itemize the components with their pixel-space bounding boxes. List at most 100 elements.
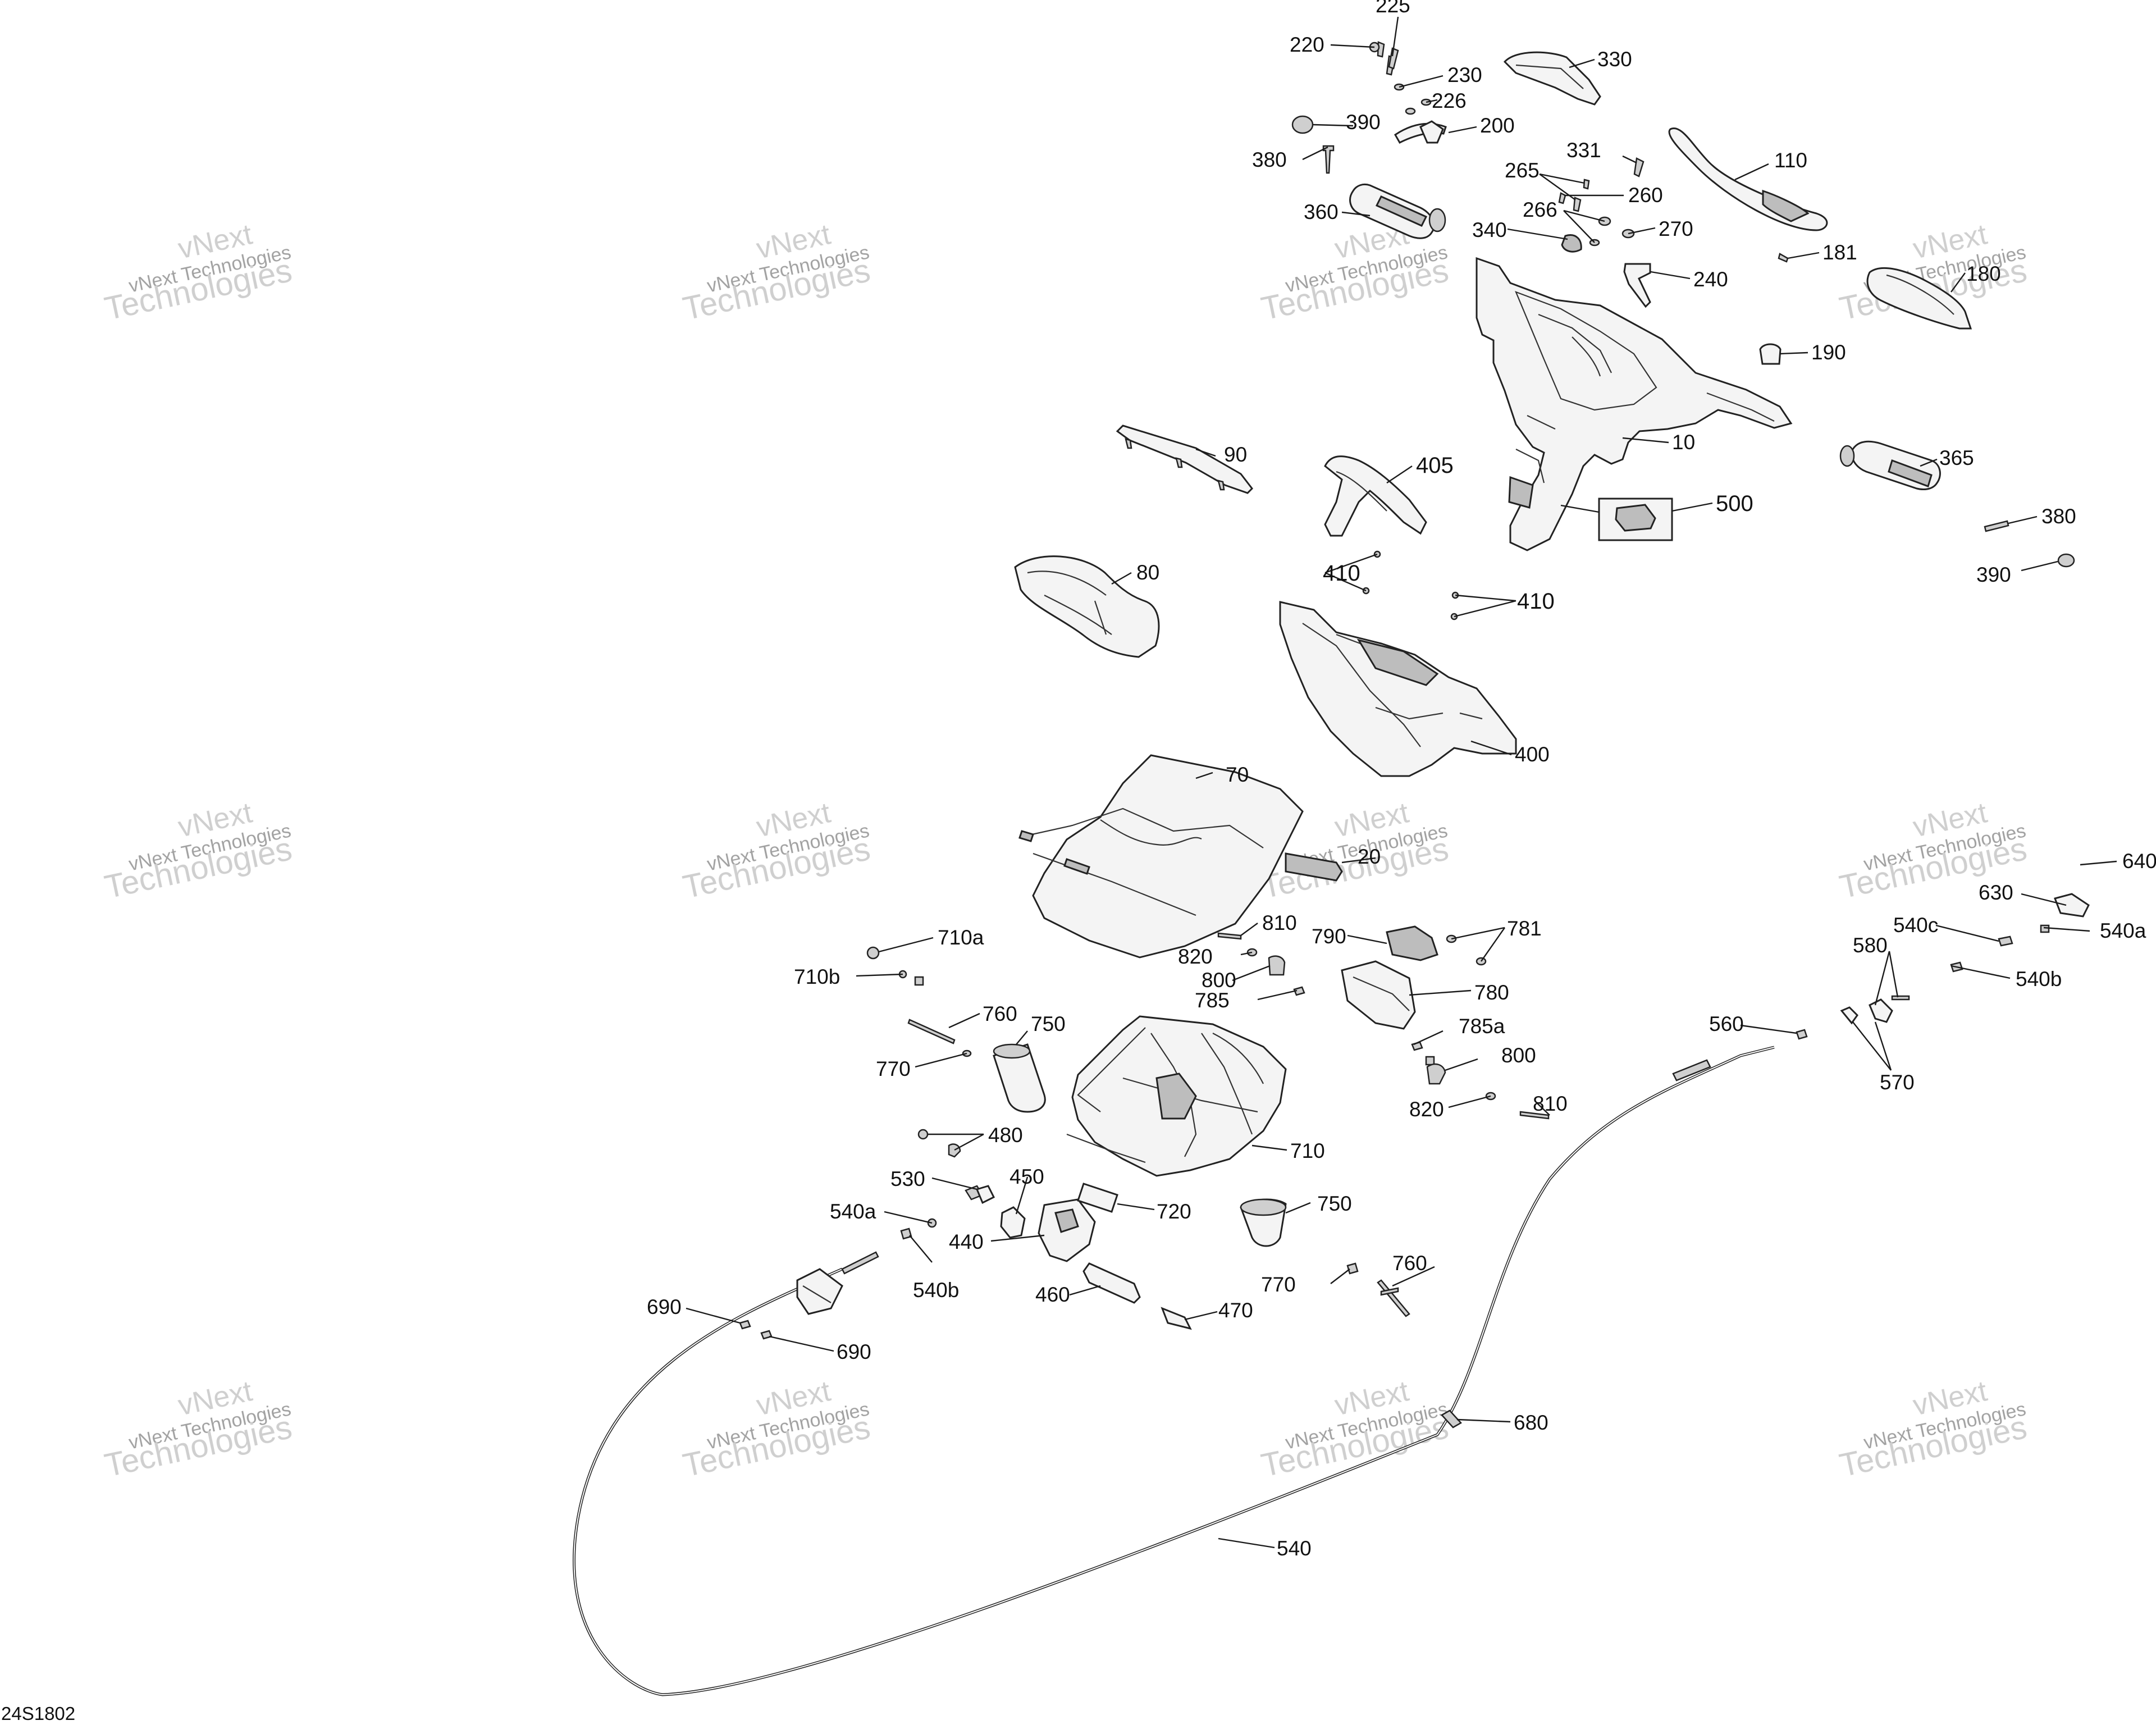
callout-540c: 540c — [1893, 914, 1938, 937]
callout-785: 785 — [1195, 989, 1230, 1012]
callout-720: 720 — [1157, 1200, 1191, 1223]
part-710-frame — [1066, 1015, 1287, 1177]
callout-820: 820 — [1409, 1098, 1444, 1121]
part-240-lever — [1623, 263, 1651, 308]
callout-540b: 540b — [913, 1279, 959, 1302]
part-180-cover — [1866, 267, 1972, 330]
top-hardware — [1291, 41, 1789, 365]
lower-mechanism — [739, 1183, 1192, 1340]
callout-470: 470 — [1218, 1299, 1253, 1322]
callout-190: 190 — [1811, 341, 1846, 364]
callout-690: 690 — [837, 1340, 871, 1363]
callout-260: 260 — [1628, 184, 1663, 207]
callout-540a: 540a — [830, 1200, 876, 1223]
callout-200: 200 — [1480, 114, 1515, 137]
callout-450: 450 — [1010, 1165, 1044, 1188]
callout-790: 790 — [1312, 925, 1346, 948]
callout-810: 810 — [1533, 1092, 1568, 1115]
callout-390: 390 — [1346, 111, 1381, 134]
part-400-body-panel — [1279, 601, 1517, 777]
part-90-strip — [1116, 425, 1253, 494]
callout-540b: 540b — [2016, 968, 2062, 991]
callout-480: 480 — [988, 1124, 1023, 1147]
callout-785a: 785a — [1459, 1015, 1505, 1038]
callout-530: 530 — [890, 1167, 925, 1190]
callout-181: 181 — [1822, 241, 1857, 264]
callout-460: 460 — [1035, 1283, 1070, 1306]
diagram-code: 24S1802 — [1, 1703, 75, 1724]
callout-710: 710 — [1290, 1139, 1325, 1162]
callout-180: 180 — [1966, 262, 2001, 285]
mid-hardware — [866, 932, 1550, 1317]
callout-330: 330 — [1597, 48, 1632, 71]
callout-360: 360 — [1304, 200, 1339, 223]
callout-680: 680 — [1514, 1411, 1549, 1434]
callout-440: 440 — [949, 1230, 984, 1253]
part-360-grip — [1349, 183, 1446, 239]
part-20 — [1285, 852, 1343, 882]
callout-labels: 225 220 230 330 226 390 200 380 331 110 … — [647, 0, 2156, 1560]
callout-630: 630 — [1979, 881, 2013, 904]
callout-800: 800 — [1501, 1044, 1536, 1067]
part-410-screws — [1362, 550, 1459, 620]
callout-240: 240 — [1693, 268, 1728, 291]
callout-780: 780 — [1474, 981, 1509, 1004]
callout-800: 800 — [1202, 969, 1236, 992]
part-80-cover — [1014, 555, 1160, 658]
callout-540a: 540a — [2100, 919, 2146, 942]
callout-365: 365 — [1939, 446, 1974, 469]
callout-500: 500 — [1716, 491, 1753, 516]
callout-265: 265 — [1505, 159, 1540, 182]
callout-331: 331 — [1566, 139, 1601, 162]
part-70-housing — [1018, 754, 1304, 959]
callout-410: 410 — [1323, 561, 1360, 586]
callout-710a: 710a — [938, 926, 984, 949]
throttle-cable — [573, 1046, 1775, 1696]
part-500-module — [1598, 498, 1673, 541]
right-cable-hardware — [1796, 893, 2090, 1040]
callout-810: 810 — [1262, 911, 1297, 934]
callout-760: 760 — [1392, 1252, 1427, 1275]
callout-540: 540 — [1277, 1537, 1312, 1560]
watermark: vNext vNext Technologies Technologies — [680, 796, 874, 906]
callout-570: 570 — [1880, 1071, 1915, 1094]
watermark: vNext vNext Technologies Technologies — [1258, 1375, 1452, 1484]
callout-690: 690 — [647, 1295, 682, 1318]
watermark: vNext vNext Technologies Technologies — [102, 796, 295, 906]
part-750-sleeves — [993, 1043, 1287, 1247]
callout-560: 560 — [1709, 1012, 1744, 1035]
watermark: vNext vNext Technologies Technologies — [1837, 1375, 2030, 1484]
callout-225: 225 — [1376, 0, 1410, 17]
callout-70: 70 — [1226, 763, 1249, 786]
callout-380: 380 — [1252, 148, 1287, 171]
part-780-790 — [1341, 925, 1438, 1030]
callout-80: 80 — [1136, 561, 1159, 584]
callout-770: 770 — [876, 1057, 911, 1080]
callout-750: 750 — [1031, 1012, 1066, 1035]
part-365-grip — [1839, 440, 1941, 491]
callout-230: 230 — [1447, 63, 1482, 86]
watermark: vNext vNext Technologies Technologies — [680, 1375, 874, 1484]
watermark: vNext vNext Technologies Technologies — [102, 1375, 295, 1484]
callout-640: 640 — [2122, 850, 2156, 873]
part-405-bracket — [1324, 455, 1427, 537]
callout-410: 410 — [1517, 589, 1555, 614]
callout-90: 90 — [1224, 443, 1247, 466]
callout-760: 760 — [983, 1002, 1017, 1025]
callout-390: 390 — [1976, 563, 2011, 586]
part-110-panel — [1668, 127, 1828, 231]
callout-820: 820 — [1178, 945, 1213, 968]
callout-340: 340 — [1472, 218, 1507, 241]
callout-220: 220 — [1290, 33, 1324, 56]
leader-lines — [686, 16, 2117, 1549]
callout-400: 400 — [1515, 743, 1550, 766]
callout-405: 405 — [1416, 453, 1454, 478]
callout-20: 20 — [1358, 845, 1381, 868]
callout-710b: 710b — [794, 965, 840, 988]
callout-10: 10 — [1672, 431, 1695, 454]
watermark: vNext vNext Technologies Technologies — [102, 218, 295, 327]
callout-750: 750 — [1317, 1192, 1352, 1215]
watermark: vNext vNext Technologies Technologies — [680, 218, 874, 327]
callout-770: 770 — [1261, 1273, 1296, 1296]
